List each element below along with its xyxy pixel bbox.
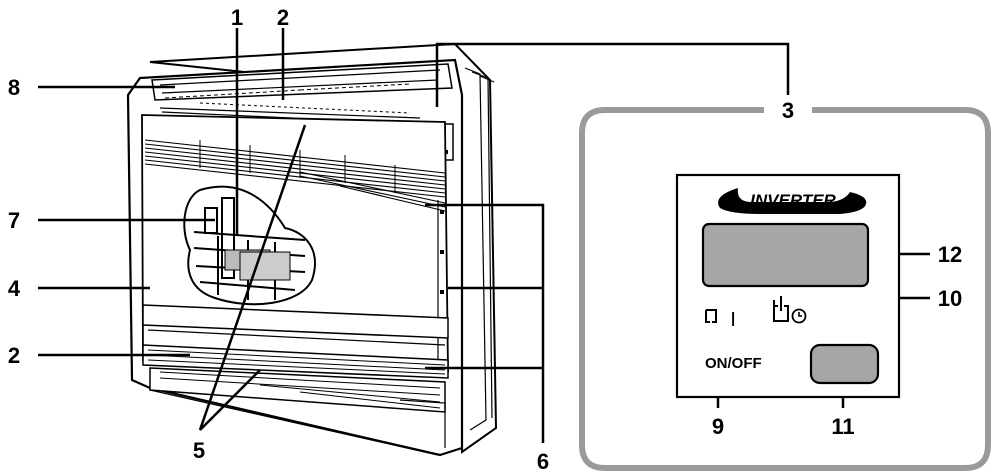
- callout-11: 11: [831, 414, 854, 439]
- callout-2-bottom: 2: [8, 343, 20, 368]
- callout-7: 7: [8, 208, 20, 233]
- callout-4: 4: [8, 276, 21, 301]
- control-panel-detail: INVERTER | ON/OFF: [579, 107, 991, 471]
- inverter-logo: INVERTER: [718, 188, 867, 214]
- callout-5: 5: [193, 438, 205, 463]
- svg-text:|: |: [731, 310, 735, 327]
- callout-9: 9: [712, 414, 724, 439]
- timer-lamp-icon: [773, 296, 807, 324]
- air-conditioner-unit: [126, 42, 498, 457]
- display-window: [701, 222, 870, 288]
- onoff-label: ON/OFF: [705, 355, 762, 372]
- lower-air-outlet: [142, 304, 449, 456]
- callout-1: 1: [231, 5, 243, 30]
- callout-6: 6: [537, 449, 549, 473]
- callout-8: 8: [8, 75, 20, 100]
- operation-lamp-icon: [705, 309, 717, 323]
- detail-panel-frame: [579, 107, 991, 471]
- callout-2-top: 2: [277, 5, 289, 30]
- callout-3: 3: [782, 98, 794, 123]
- callout-10: 10: [938, 286, 962, 311]
- callout-12: 12: [938, 242, 962, 267]
- svg-text:INVERTER: INVERTER: [750, 191, 836, 210]
- air-filter-cutaway: [183, 185, 316, 306]
- onoff-button[interactable]: [809, 343, 880, 385]
- callout-numbers: 1 2 3 8 7 4 2 5 6 12 10 9 11: [8, 5, 962, 473]
